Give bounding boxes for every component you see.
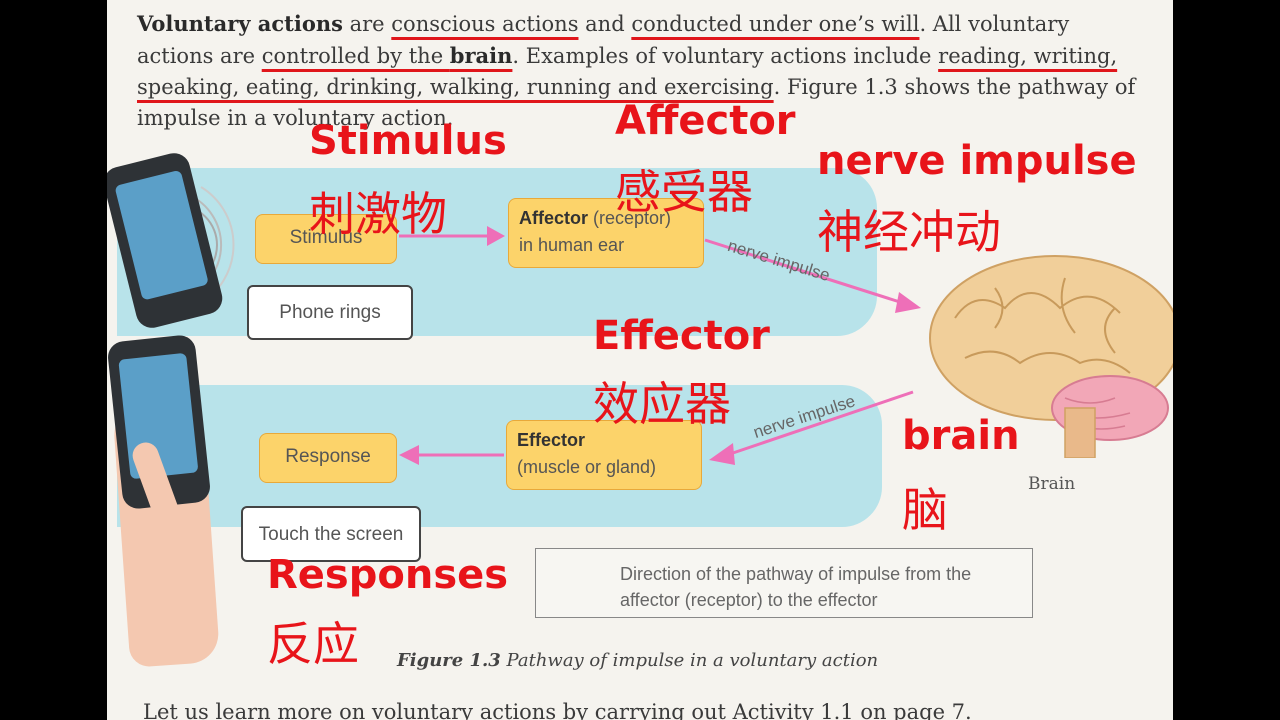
effector-title: Effector bbox=[517, 430, 586, 450]
upper-pathway-band bbox=[117, 168, 877, 336]
response-box-label: Response bbox=[285, 446, 371, 467]
term-brain: brain bbox=[449, 43, 513, 68]
underlined-phrase: conducted under one’s will bbox=[631, 12, 920, 36]
effector-box: Effector (muscle or gland) bbox=[506, 420, 702, 490]
phone-rings-label: Phone rings bbox=[279, 302, 381, 323]
annotation-brain-zh: 脑 bbox=[902, 483, 948, 537]
brain-icon bbox=[929, 255, 1173, 458]
affector-location-text: in human ear bbox=[519, 235, 625, 255]
brain-caption: Brain bbox=[1028, 474, 1076, 494]
annotation-stimulus-zh: 刺激物 bbox=[309, 187, 447, 241]
bottom-text: Let us learn more on voluntary actions b… bbox=[143, 700, 972, 720]
para-text: and bbox=[578, 12, 632, 36]
legend-line1: Direction of the pathway of impulse from… bbox=[620, 564, 972, 584]
annotation-brain-en: brain bbox=[902, 413, 1020, 459]
figure-caption: Figure 1.3 Pathway of impulse in a volun… bbox=[397, 650, 878, 671]
touch-screen-label: Touch the screen bbox=[258, 524, 404, 545]
intro-paragraph: Voluntary actions are conscious actions … bbox=[137, 8, 1137, 134]
para-text: are bbox=[342, 12, 392, 36]
underlined-phrase: conscious actions bbox=[391, 12, 579, 36]
para-text: . All voluntary actions are bbox=[137, 12, 1070, 68]
annotation-responses-zh: 反应 bbox=[267, 617, 359, 671]
para-text: controlled by the bbox=[261, 44, 450, 68]
affector-box: Affector (receptor) in human ear bbox=[508, 198, 704, 268]
touch-screen-box: Touch the screen bbox=[241, 506, 421, 562]
annotation-stimulus-en: Stimulus bbox=[309, 118, 507, 164]
annotation-affector-en: Affector bbox=[615, 98, 796, 144]
legend-text: Direction of the pathway of impulse from… bbox=[620, 561, 971, 613]
annotation-effector-en: Effector bbox=[593, 313, 770, 359]
legend-line2: affector (receptor) to the effector bbox=[620, 590, 878, 610]
para-text: . Figure 1.3 shows the pathway of impuls… bbox=[137, 75, 1136, 130]
stimulus-box-label: Stimulus bbox=[289, 227, 363, 248]
figure-title: Pathway of impulse in a voluntary action bbox=[506, 650, 879, 671]
para-text: . Examples of voluntary actions include bbox=[512, 44, 939, 68]
response-box: Response bbox=[259, 433, 397, 483]
annotation-affector-zh: 感受器 bbox=[615, 165, 753, 219]
legend-box: Direction of the pathway of impulse from… bbox=[535, 548, 1033, 618]
affector-receptor-text: (receptor) bbox=[588, 208, 672, 228]
underlined-phrase: controlled by the brain bbox=[261, 43, 513, 68]
term-voluntary-actions: Voluntary actions bbox=[137, 11, 343, 36]
effector-detail-text: (muscle or gland) bbox=[517, 457, 657, 477]
phone-rings-box: Phone rings bbox=[247, 285, 413, 340]
underlined-phrase: reading, writing, speaking, eating, drin… bbox=[137, 44, 1118, 99]
figure-number: Figure 1.3 bbox=[397, 650, 501, 671]
annotation-responses-en: Responses bbox=[267, 552, 509, 598]
annotation-effector-zh: 效应器 bbox=[593, 377, 731, 431]
stimulus-box: Stimulus bbox=[255, 214, 397, 264]
textbook-page: Voluntary actions are conscious actions … bbox=[107, 0, 1173, 720]
affector-title: Affector bbox=[519, 208, 589, 228]
annotation-nerve-en: nerve impulse bbox=[817, 138, 1137, 184]
pathway-arrows bbox=[399, 226, 921, 582]
annotation-nerve-zh: 神经冲动 bbox=[817, 205, 1001, 259]
